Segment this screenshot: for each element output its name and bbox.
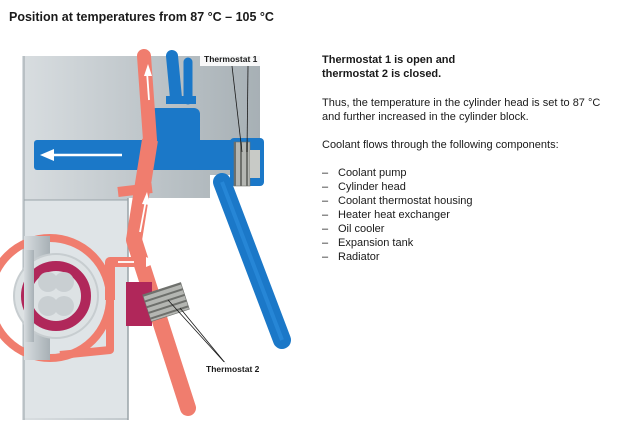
list-item-label: Expansion tank <box>338 237 414 249</box>
list-item-label: Coolant thermostat housing <box>338 195 473 207</box>
thermostat-2-element <box>126 282 190 326</box>
list-item: –Coolant thermostat housing <box>322 194 612 208</box>
list-item: –Heater heat exchanger <box>322 208 612 222</box>
temperature-paragraph: Thus, the temperature in the cylinder he… <box>322 97 601 123</box>
list-dash: – <box>322 195 329 207</box>
list-item-label: Cylinder head <box>338 181 406 193</box>
list-item-label: Oil cooler <box>338 223 385 235</box>
description-panel: Thermostat 1 is open and thermostat 2 is… <box>322 53 612 264</box>
thermostat-diagram: Thermostat 1 Thermostat 2 <box>0 49 291 420</box>
list-item: –Coolant pump <box>322 166 612 180</box>
list-dash: – <box>322 237 329 249</box>
components-intro: Coolant flows through the following comp… <box>322 139 559 151</box>
thermostat-1-leader-2 <box>246 65 249 153</box>
list-dash: – <box>322 209 329 221</box>
thermostat-2-leader <box>167 299 227 365</box>
flow-arrow-left <box>40 149 122 161</box>
list-item-label: Heater heat exchanger <box>338 209 450 221</box>
list-item-label: Radiator <box>338 251 380 263</box>
list-dash: – <box>322 167 329 179</box>
list-dash: – <box>322 181 329 193</box>
thermostat-2-leader-2 <box>179 307 227 365</box>
cylinder-bore <box>0 234 114 362</box>
thermostat-1-leader <box>231 65 243 153</box>
component-list: –Coolant pump –Cylinder head –Coolant th… <box>322 166 612 264</box>
list-item: –Cylinder head <box>322 180 612 194</box>
thermostat-1-label: Thermostat 1 <box>204 54 258 64</box>
status-heading: Thermostat 1 is open and thermostat 2 is… <box>322 53 612 81</box>
cold-coolant-lines <box>34 50 291 349</box>
list-dash: – <box>322 223 329 235</box>
list-item: –Expansion tank <box>322 236 612 250</box>
hot-coolant-lines <box>59 49 196 416</box>
page-title: Position at temperatures from 87 °C – 10… <box>9 10 274 24</box>
thermostat-2-label: Thermostat 2 <box>206 364 260 374</box>
list-item-label: Coolant pump <box>338 167 407 179</box>
status-heading-line-1: Thermostat 1 is open and <box>322 54 456 66</box>
flow-arrows-hot <box>118 64 158 267</box>
list-dash: – <box>322 251 329 263</box>
status-heading-line-2: thermostat 2 is closed. <box>322 68 442 80</box>
list-item: –Oil cooler <box>322 222 612 236</box>
thermostat-1-element <box>233 141 260 187</box>
list-item: –Radiator <box>322 250 612 264</box>
